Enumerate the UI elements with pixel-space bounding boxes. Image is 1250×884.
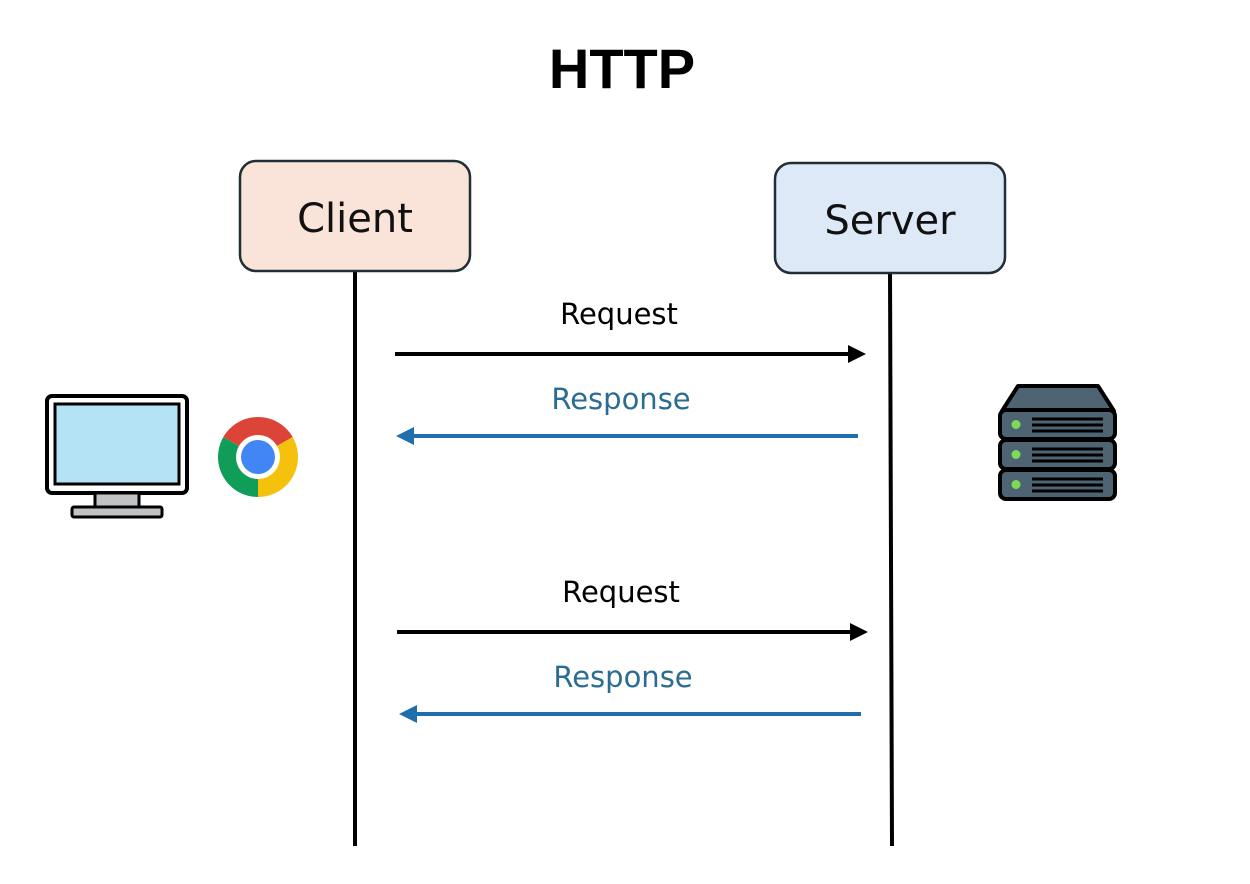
client-box <box>238 159 472 273</box>
server-icon <box>998 384 1117 501</box>
message-label: Response <box>553 660 692 694</box>
server-box <box>773 161 1007 275</box>
message-label: Request <box>562 575 680 609</box>
message-label: Response <box>551 382 690 416</box>
message-label: Request <box>560 297 678 331</box>
request-arrowhead <box>848 345 866 363</box>
server-actor: Server <box>773 161 1007 275</box>
response-arrowhead <box>399 705 417 723</box>
server-label: Server <box>824 198 956 244</box>
message-request-1: Request <box>395 297 866 363</box>
message-response-2: Response <box>399 660 861 723</box>
message-response-1: Response <box>396 382 858 445</box>
monitor-icon <box>45 394 189 519</box>
chrome-icon <box>218 417 298 497</box>
message-request-2: Request <box>397 575 868 641</box>
client-label: Client <box>297 196 413 242</box>
client-actor: Client <box>238 159 472 273</box>
response-arrowhead <box>396 427 414 445</box>
diagram-title: HTTP <box>549 37 695 100</box>
server-lifeline <box>888 271 894 847</box>
request-arrowhead <box>850 623 868 641</box>
